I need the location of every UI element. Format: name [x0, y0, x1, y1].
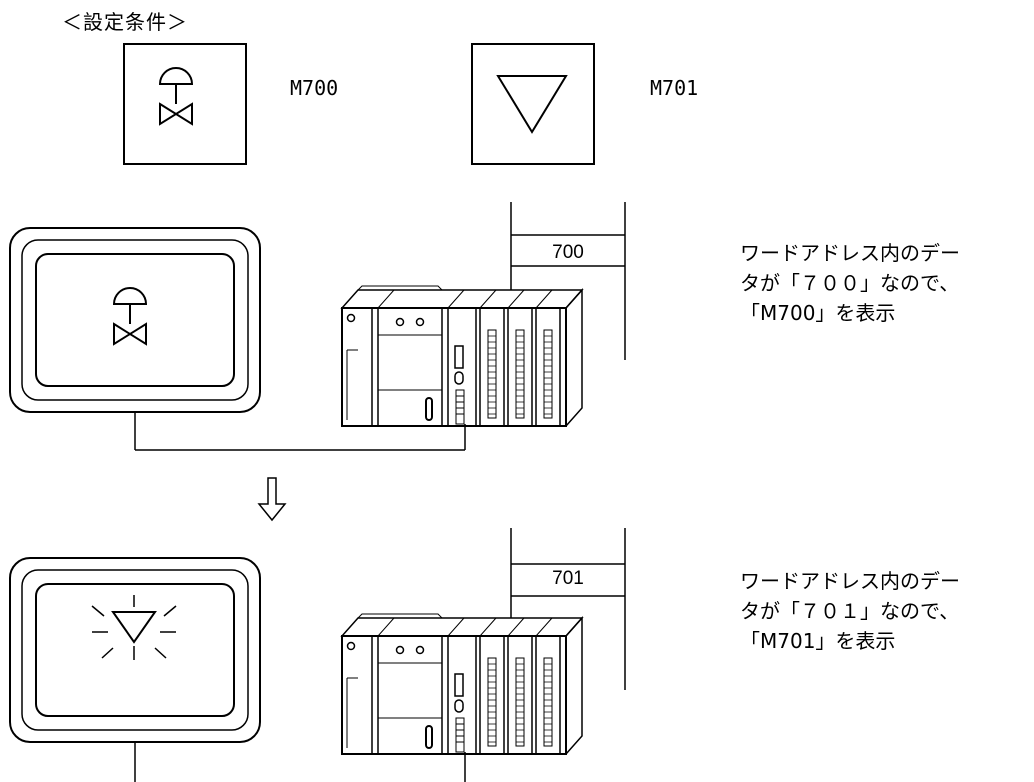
- description-line: ワードアドレス内のデー: [740, 569, 960, 593]
- plc-rack-1: [341, 285, 583, 427]
- word-address-value-2: 701: [552, 568, 584, 589]
- triangle-icon: [496, 75, 568, 134]
- word-address-box-2: [510, 528, 626, 690]
- valve-icon: [113, 287, 147, 345]
- condition-code-m700: M700: [290, 76, 339, 100]
- step-description-1: ワードアドレス内のデー タが「７００」なので、 「M700」を表示: [740, 238, 960, 328]
- word-address-box-1: [510, 202, 626, 360]
- step-1: [9, 202, 626, 451]
- plc-rack-2: [341, 613, 583, 755]
- got-screen-1: [9, 227, 261, 413]
- flashing-triangle-icon: [91, 595, 177, 660]
- description-line: タが「７００」なので、: [740, 271, 960, 295]
- page-title: ＜設定条件＞: [62, 10, 188, 34]
- condition-code-m701: M701: [650, 76, 699, 100]
- step-description-2: ワードアドレス内のデー タが「７０１」なので、 「M701」を表示: [740, 566, 960, 656]
- description-line: タが「７０１」なので、: [740, 599, 960, 623]
- description-line: 「M700」を表示: [740, 301, 896, 325]
- condition-box-m701: [471, 43, 595, 165]
- step-2: [9, 528, 626, 782]
- down-arrow-icon: [257, 477, 287, 522]
- description-line: 「M701」を表示: [740, 629, 896, 653]
- condition-box-m700: [123, 43, 247, 165]
- got-screen-2: [9, 557, 261, 743]
- valve-icon: [159, 67, 193, 125]
- word-address-value-1: 700: [552, 242, 584, 263]
- description-line: ワードアドレス内のデー: [740, 241, 960, 265]
